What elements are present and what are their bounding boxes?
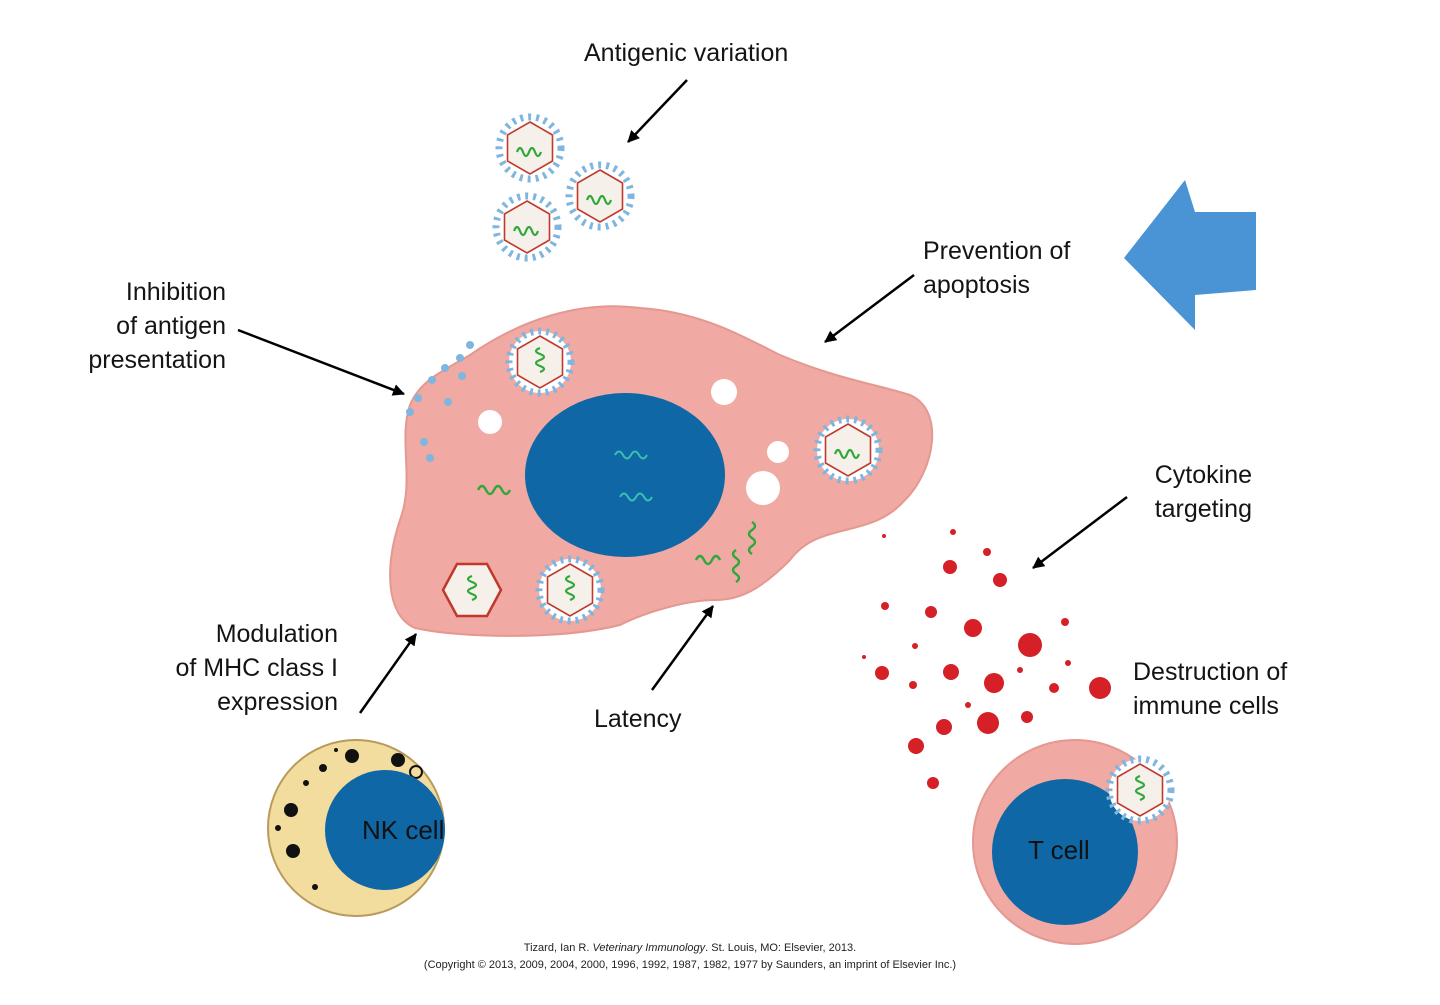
- cytoplasmic-genomes: [476, 484, 757, 583]
- nk-granules: [275, 748, 405, 890]
- label-cytokine-targeting: Cytokine targeting: [1154, 461, 1252, 523]
- naked-capsid: [441, 562, 503, 618]
- arrow-antigenic-variation: [627, 79, 688, 143]
- nuclear-genome: [619, 492, 653, 502]
- citation-line-1: Tizard, Ian R. Veterinary Immunology. St…: [523, 942, 857, 954]
- label-destruction-immune-cells: Destruction of immune cells: [1133, 658, 1288, 720]
- arrow-mhc-modulation: [358, 633, 418, 714]
- t-cell-label: T cell: [1028, 835, 1090, 865]
- t-cell-virion: [1109, 759, 1171, 821]
- t-nucleus: [992, 779, 1138, 925]
- host-nucleus: [525, 393, 725, 557]
- arrow-latency: [650, 605, 715, 691]
- arrow-inhibition: [237, 328, 405, 396]
- intracellular-virion: [817, 419, 879, 481]
- intracellular-virion: [539, 559, 601, 621]
- label-prevention-of-apoptosis: Prevention of apoptosis: [923, 237, 1071, 299]
- label-latency: Latency: [594, 705, 682, 733]
- free-virion: [499, 117, 561, 179]
- vacuoles: [478, 379, 789, 505]
- free-virion: [569, 165, 631, 227]
- label-modulation-mhc: Modulation of MHC class I expression: [175, 620, 338, 716]
- citation-line-2: (Copyright © 2013, 2009, 2004, 2000, 199…: [423, 959, 957, 971]
- label-antigenic-variation: Antigenic variation: [584, 39, 789, 67]
- big-arrow-icon: [1124, 180, 1256, 330]
- surface-antigen-dots: [406, 341, 474, 462]
- cytokines: [862, 529, 1111, 789]
- label-inhibition-antigen-presentation: Inhibition of antigen presentation: [88, 278, 226, 374]
- arrow-prevention-apoptosis: [824, 274, 915, 343]
- intracellular-virion: [509, 331, 571, 393]
- free-virion: [496, 196, 558, 258]
- nk-nucleus: [325, 770, 445, 890]
- arrow-cytokine: [1032, 496, 1128, 569]
- nk-granule-empty: [409, 765, 423, 779]
- nuclear-genome: [614, 450, 648, 460]
- nk-cell-label: NK cell: [362, 815, 445, 845]
- pointer-arrows: [237, 79, 1128, 714]
